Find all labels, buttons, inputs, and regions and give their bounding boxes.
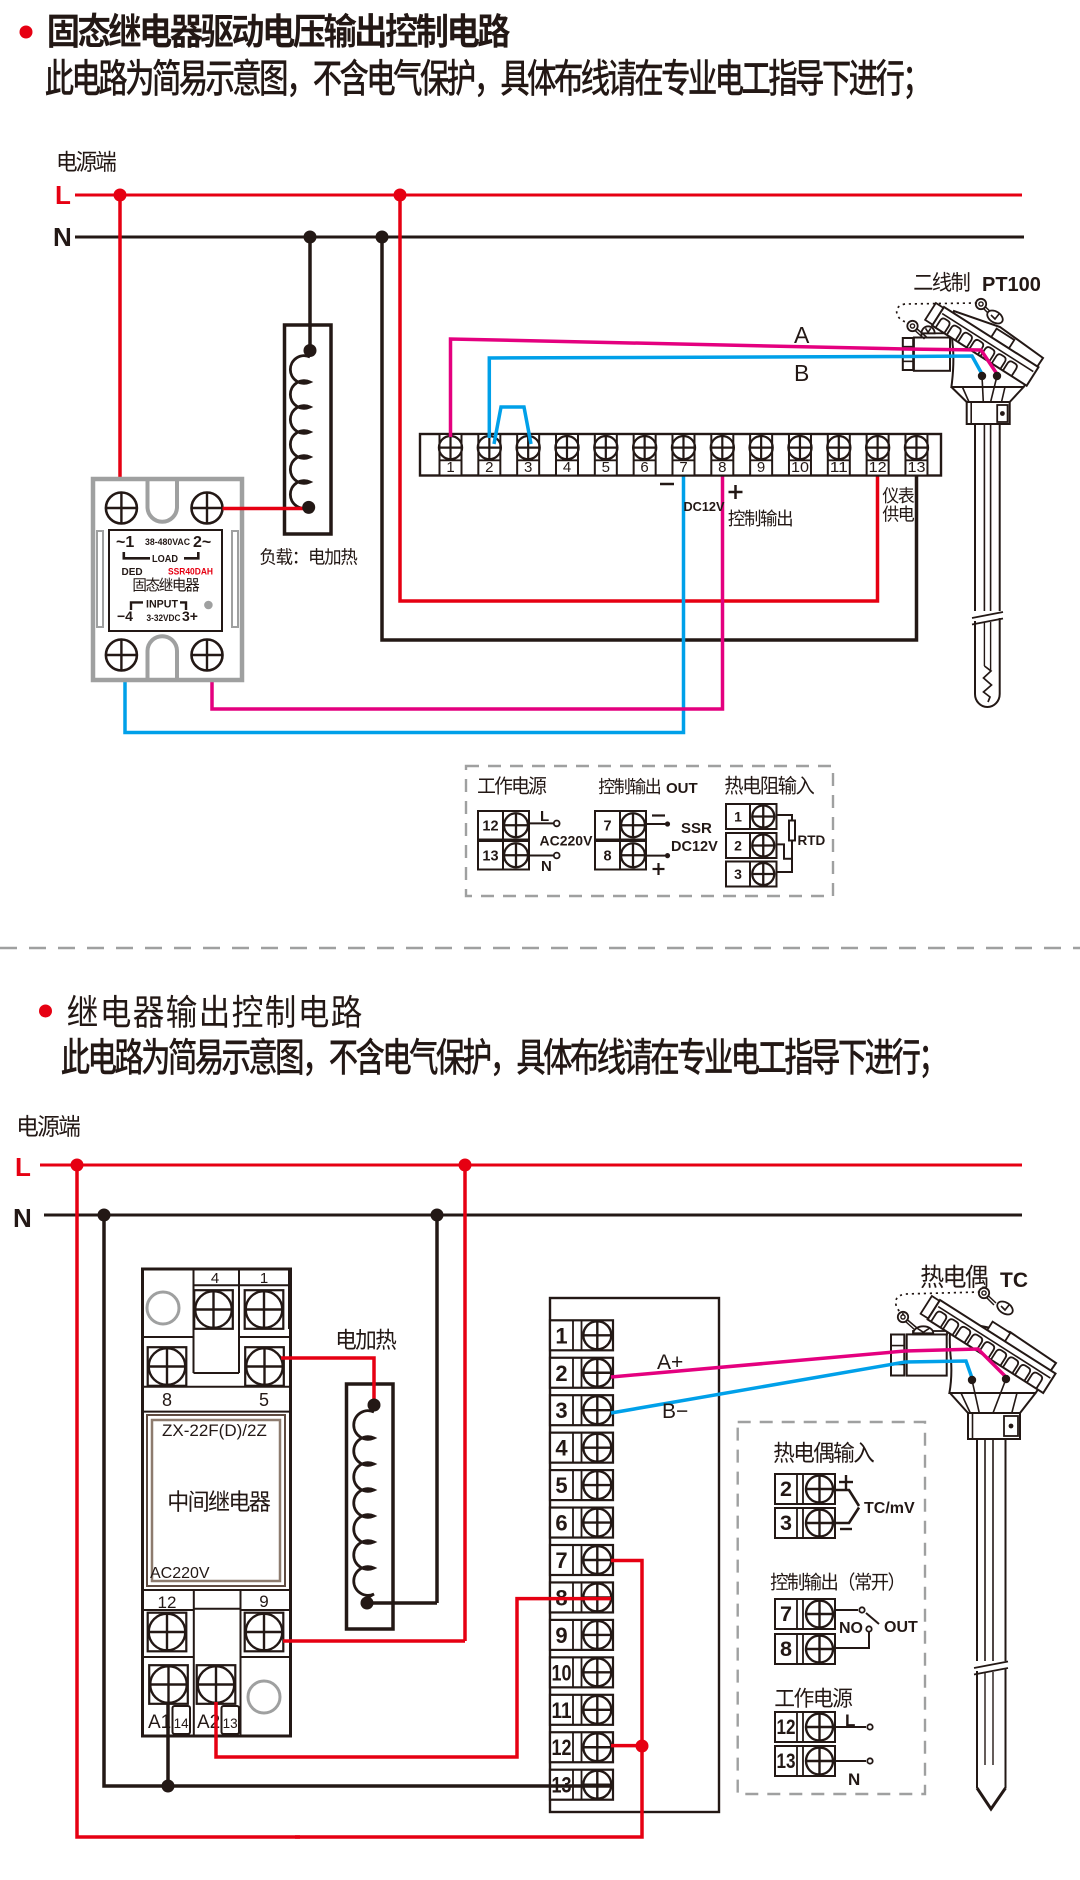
svg-text:12: 12: [158, 1593, 177, 1612]
svg-text:N: N: [53, 222, 72, 252]
svg-text:L: L: [845, 1711, 855, 1730]
svg-text:B−: B−: [662, 1400, 688, 1423]
svg-text:N: N: [541, 858, 552, 875]
svg-text:7: 7: [555, 1548, 567, 1573]
svg-text:10: 10: [552, 1660, 572, 1685]
svg-text:−4: −4: [117, 608, 133, 624]
svg-text:8: 8: [162, 1390, 172, 1410]
svg-text:L: L: [55, 180, 71, 210]
svg-text:7: 7: [679, 459, 687, 476]
svg-text:6: 6: [640, 459, 648, 476]
svg-text:A: A: [794, 322, 810, 348]
svg-text:DC12V: DC12V: [684, 499, 725, 514]
svg-text:1: 1: [260, 1270, 268, 1287]
svg-text:2~: 2~: [193, 534, 211, 551]
svg-text:A+: A+: [657, 1351, 683, 1374]
svg-text:OUT: OUT: [666, 780, 698, 797]
svg-text:8: 8: [780, 1638, 792, 1661]
svg-text:N: N: [848, 1770, 860, 1789]
svg-text:~1: ~1: [116, 534, 134, 551]
svg-text:13: 13: [777, 1750, 796, 1773]
svg-text:SSR: SSR: [681, 820, 712, 837]
svg-text:OUT: OUT: [884, 1619, 918, 1636]
svg-text:13: 13: [482, 848, 498, 864]
svg-text:DC12V: DC12V: [671, 839, 718, 855]
svg-text:5: 5: [602, 459, 610, 476]
svg-text:9: 9: [757, 459, 765, 476]
svg-text:SSR40DAH: SSR40DAH: [168, 567, 213, 578]
svg-text:3-32VDC: 3-32VDC: [147, 613, 181, 623]
svg-text:3+: 3+: [182, 608, 198, 624]
svg-text:9: 9: [259, 1592, 268, 1611]
svg-text:9: 9: [555, 1623, 567, 1648]
svg-text:TC: TC: [1000, 1269, 1028, 1292]
svg-text:2: 2: [485, 459, 493, 476]
svg-text:AC220V: AC220V: [540, 833, 594, 849]
svg-text:L: L: [540, 808, 549, 825]
svg-text:1: 1: [555, 1323, 567, 1348]
svg-text:DED: DED: [122, 567, 143, 578]
svg-text:7: 7: [603, 818, 611, 834]
svg-text:4: 4: [555, 1436, 568, 1461]
svg-text:5: 5: [259, 1390, 269, 1410]
svg-text:3: 3: [524, 459, 532, 476]
svg-text:N: N: [13, 1203, 32, 1233]
svg-text:3: 3: [555, 1398, 567, 1423]
svg-text:2: 2: [734, 838, 742, 854]
svg-text:12: 12: [482, 818, 498, 834]
svg-text:A1: A1: [148, 1712, 171, 1733]
svg-text:B: B: [794, 360, 809, 386]
svg-text:6: 6: [555, 1511, 567, 1536]
svg-text:8: 8: [603, 848, 611, 864]
svg-text:LOAD: LOAD: [152, 553, 178, 565]
svg-text:PT100: PT100: [982, 274, 1041, 296]
svg-text:38-480VAC: 38-480VAC: [145, 537, 190, 548]
svg-text:5: 5: [555, 1473, 567, 1498]
svg-text:12: 12: [777, 1716, 796, 1739]
svg-text:AC220V: AC220V: [150, 1565, 210, 1582]
svg-text:12: 12: [869, 459, 887, 476]
svg-text:RTD: RTD: [798, 833, 826, 848]
svg-text:11: 11: [830, 459, 848, 476]
svg-text:4: 4: [211, 1270, 219, 1287]
svg-text:2: 2: [555, 1361, 567, 1386]
svg-text:2: 2: [780, 1478, 792, 1501]
svg-text:L: L: [15, 1152, 31, 1182]
svg-text:1: 1: [734, 809, 742, 825]
svg-text:NO: NO: [839, 1620, 863, 1637]
svg-text:11: 11: [552, 1698, 572, 1723]
svg-text:14: 14: [174, 1716, 190, 1731]
svg-text:7: 7: [780, 1603, 792, 1626]
svg-text:INPUT: INPUT: [146, 599, 178, 611]
svg-text:ZX-22F(D)/2Z: ZX-22F(D)/2Z: [162, 1421, 267, 1440]
svg-text:10: 10: [791, 459, 809, 476]
svg-text:1: 1: [446, 459, 454, 476]
svg-text:3: 3: [734, 866, 742, 882]
svg-text:TC/mV: TC/mV: [864, 1500, 915, 1517]
svg-text:3: 3: [780, 1512, 792, 1535]
svg-text:13: 13: [908, 459, 926, 476]
svg-text:8: 8: [718, 459, 726, 476]
svg-text:4: 4: [563, 459, 571, 476]
svg-text:12: 12: [552, 1735, 572, 1760]
svg-text:13: 13: [223, 1716, 238, 1731]
